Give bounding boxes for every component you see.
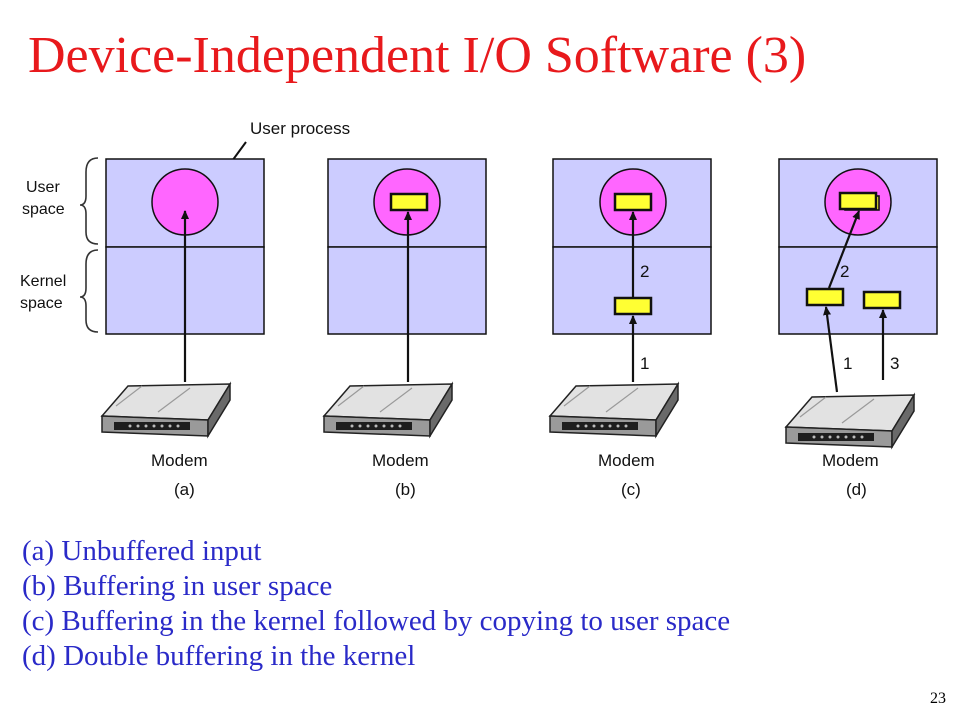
modem-icon — [100, 381, 232, 439]
user-process-label: User process — [250, 119, 350, 138]
caption-a: (a) Unbuffered input — [22, 535, 262, 567]
modem-label: Modem — [372, 451, 429, 470]
panel-label: (b) — [395, 480, 416, 499]
kernel-space-region — [778, 246, 938, 335]
step-label-2: 2 — [840, 262, 849, 281]
modem-label: Modem — [598, 451, 655, 470]
step-label-1: 1 — [843, 354, 852, 373]
user-buffer — [838, 191, 878, 211]
page-number: 23 — [930, 690, 946, 707]
modem-label: Modem — [822, 451, 879, 470]
copy-arrow-2 — [827, 210, 861, 289]
panel-b: Modem (b) — [322, 158, 487, 499]
caption-b: (b) Buffering in user space — [22, 570, 333, 602]
modem-icon — [322, 381, 454, 439]
panel-label: (c) — [621, 480, 641, 499]
step-label-2: 2 — [640, 262, 649, 281]
user-buffer — [613, 192, 653, 212]
step-label-3: 3 — [890, 354, 899, 373]
caption-list: (a) Unbuffered input (b) Buffering in us… — [22, 534, 952, 674]
modem-icon — [548, 381, 680, 439]
modem-icon — [784, 392, 916, 450]
step-label-1: 1 — [640, 354, 649, 373]
kernel-buffer-2 — [862, 290, 902, 310]
slide-title: Device-Independent I/O Software (3) — [28, 27, 807, 84]
panel-label: (a) — [174, 480, 195, 499]
kernel-space-label-line1: Kernel — [20, 273, 66, 290]
user-buffer — [389, 192, 429, 212]
panel-d: 2 1 3 Modem (d) — [778, 158, 938, 499]
kernel-space-label-line2: space — [20, 295, 63, 312]
user-space-label-line2: space — [22, 201, 65, 218]
panel-a: Modem (a) — [100, 158, 265, 499]
caption-d: (d) Double buffering in the kernel — [22, 640, 416, 672]
panel-c: 2 1 Modem (c) — [548, 158, 712, 499]
modem-label: Modem — [151, 451, 208, 470]
input-arrow-1 — [823, 306, 839, 393]
kernel-buffer — [613, 296, 653, 316]
user-space-brace — [79, 157, 99, 245]
panel-label: (d) — [846, 480, 867, 499]
kernel-space-brace — [79, 249, 99, 333]
io-buffering-diagram: User process User space Kernel space Mod… — [20, 119, 938, 499]
kernel-buffer-1 — [805, 287, 845, 307]
caption-c: (c) Buffering in the kernel followed by … — [22, 605, 731, 637]
user-space-label-line1: User — [26, 179, 60, 196]
